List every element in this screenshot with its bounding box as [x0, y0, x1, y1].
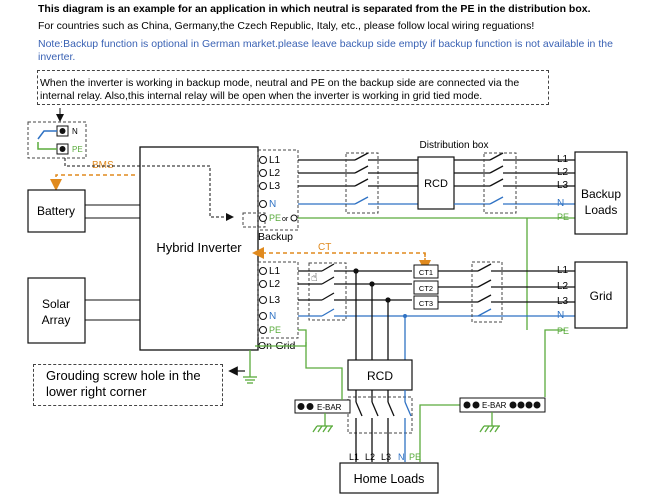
home-loads-label: Home Loads [354, 472, 425, 486]
backup-loads-box [574, 151, 628, 235]
backup-loads-label-line1: Backup [581, 187, 621, 201]
ongrid-pe-label: PE [269, 325, 281, 335]
ct-sensors [413, 264, 439, 310]
ongrid-l1-label: L1 [269, 266, 281, 277]
grid-l2-label: L2 [557, 281, 569, 292]
ebar-right [459, 397, 546, 413]
home-l2-label: L2 [365, 452, 375, 462]
backup-loads-label-line2: Loads [585, 203, 618, 217]
hand-icon: ☝ [311, 272, 318, 284]
ebar-right-label: E-BAR [482, 401, 507, 410]
wiring-regulation-text: For countries such as China, Germany,the… [38, 20, 535, 32]
backup-or-label: or [282, 216, 289, 223]
bl-pe-label: PE [557, 212, 569, 222]
ct-line [252, 247, 426, 262]
backup-l3-label: L3 [269, 181, 281, 192]
backup-terminals [259, 156, 267, 222]
home-loads-box [339, 462, 439, 494]
ct-label: CT [318, 242, 331, 253]
home-pe-label: PE [409, 452, 421, 462]
backup-rcd-box [417, 156, 455, 210]
battery-label: Battery [37, 204, 75, 218]
bl-n-label: N [557, 198, 564, 209]
relay-pe-label: PE [72, 145, 83, 154]
grid-n-label: N [557, 310, 564, 321]
backup-terminal-group [257, 149, 299, 231]
inverter-ground-symbol [243, 376, 257, 384]
grid-l3-label: L3 [557, 296, 569, 307]
bl-l1-label: L1 [557, 154, 569, 165]
ongrid-l2-label: L2 [269, 279, 281, 290]
bl-l2-label: L2 [557, 167, 569, 178]
grid-box [574, 261, 628, 329]
backup-breaker-2 [483, 152, 517, 214]
grounding-note-box: Grouding screw hole in the lower right c… [33, 364, 223, 406]
ground-symbol-left [312, 413, 333, 433]
solar-array-box [27, 277, 86, 344]
relay-n-label: N [72, 127, 78, 136]
battery-box [27, 189, 86, 233]
backup-note-text: Note:Backup function is optional in Germ… [38, 38, 613, 63]
home-breaker [347, 396, 413, 434]
grid-pe-label: PE [557, 326, 569, 336]
backup-rcd-label: RCD [424, 178, 448, 190]
home-rcd-box [347, 359, 413, 391]
home-l1-label: L1 [349, 452, 359, 462]
distribution-box-label: Distribution box [420, 140, 489, 151]
backup-mode-callout: When the inverter is working in backup m… [37, 70, 549, 105]
hybrid-inverter-label: Hybrid Inverter [156, 240, 242, 255]
ct2-label: CT2 [419, 284, 433, 293]
page-title: This diagram is an example for an applic… [38, 3, 591, 15]
home-rcd-label: RCD [367, 369, 393, 383]
ground-symbol-right [479, 412, 500, 433]
bms-line [50, 174, 135, 191]
ct1-label: CT1 [419, 268, 433, 277]
home-n-label: N [398, 452, 405, 462]
ongrid-n-label: N [269, 311, 276, 322]
ct3-label: CT3 [419, 299, 433, 308]
backup-breaker-1 [345, 152, 379, 214]
ongrid-l3-label: L3 [269, 295, 281, 306]
bl-l3-label: L3 [557, 180, 569, 191]
ongrid-terminals [259, 267, 267, 334]
grid-breaker [471, 261, 503, 323]
backup-n-label: N [269, 199, 276, 210]
grid-label: Grid [590, 289, 613, 303]
backup-l2-label: L2 [269, 168, 281, 179]
backup-ground-symbol [290, 214, 298, 222]
ebar-left-label: E-BAR [317, 403, 342, 412]
backup-pe-label: PE [269, 213, 281, 223]
relay-box [27, 121, 87, 159]
ebar-left [294, 399, 351, 414]
home-l3-label: L3 [381, 452, 391, 462]
backup-l1-label: L1 [269, 155, 281, 166]
backup-label: Backup [258, 231, 293, 243]
solar-label-line1: Solar [42, 297, 70, 311]
grid-l1-label: L1 [557, 265, 569, 276]
solar-label-line2: Array [42, 313, 71, 327]
ongrid-breaker [308, 262, 347, 321]
